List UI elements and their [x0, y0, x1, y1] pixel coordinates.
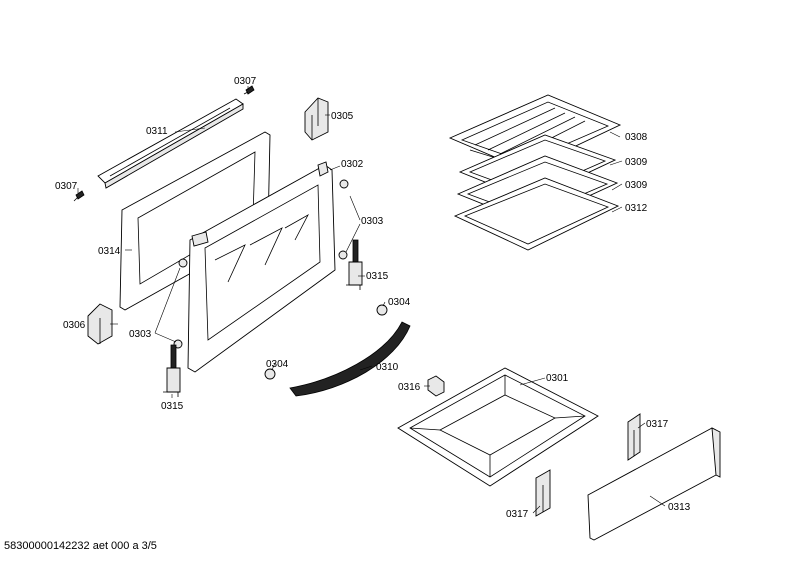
label-0314: 0314: [98, 246, 121, 257]
label-0303-right: 0303: [361, 216, 384, 227]
drip-pan-part: [397, 367, 599, 487]
label-0301: 0301: [546, 373, 569, 384]
label-0313: 0313: [668, 502, 691, 513]
label-0316: 0316: [398, 382, 421, 393]
drawer-runner-part-right: [627, 413, 641, 461]
spacer-part-right: [338, 179, 349, 260]
drawer-runner-part-left: [535, 469, 551, 517]
label-0304-right: 0304: [388, 297, 411, 308]
label-0309-lower: 0309: [625, 180, 648, 191]
label-0310: 0310: [376, 362, 399, 373]
label-0306: 0306: [63, 320, 86, 331]
door-hinge-part-left: [163, 344, 181, 397]
label-0317-left: 0317: [506, 509, 529, 520]
leader-lines: [77, 86, 666, 514]
label-0303-left: 0303: [129, 329, 152, 340]
side-bracket-part: [87, 303, 113, 345]
drawer-front-panel-part: [587, 427, 721, 541]
handle-screw-part-right: [376, 304, 388, 316]
label-0304-left: 0304: [266, 359, 289, 370]
label-0307-left: 0307: [55, 181, 78, 192]
label-0305: 0305: [331, 111, 354, 122]
outer-door-glass-part: [187, 161, 336, 373]
label-0312: 0312: [625, 203, 648, 214]
part-labels: 0307 0311 0305 0307 0302 0314 0303 0315 …: [55, 76, 691, 520]
screw-part-top: [243, 85, 255, 95]
label-0308: 0308: [625, 132, 648, 143]
document-footer-code: 58300000142232 aet 000 a 3/5: [4, 540, 157, 552]
label-0315-right: 0315: [366, 271, 389, 282]
label-0311: 0311: [146, 126, 168, 137]
door-trim-strip-part: [97, 98, 244, 189]
label-0315-left: 0315: [161, 401, 184, 412]
label-0309-upper: 0309: [625, 157, 648, 168]
clip-part: [427, 375, 445, 397]
door-hinge-part-right: [346, 239, 363, 290]
hinge-bracket-part: [304, 97, 329, 141]
label-0317-right: 0317: [646, 419, 669, 430]
label-0302: 0302: [341, 159, 364, 170]
handle-screw-part-left: [264, 368, 276, 380]
deep-tray-part: [453, 177, 620, 251]
door-handle-part: [289, 321, 411, 397]
screw-part-left: [73, 190, 85, 202]
label-0307-top: 0307: [234, 76, 257, 87]
